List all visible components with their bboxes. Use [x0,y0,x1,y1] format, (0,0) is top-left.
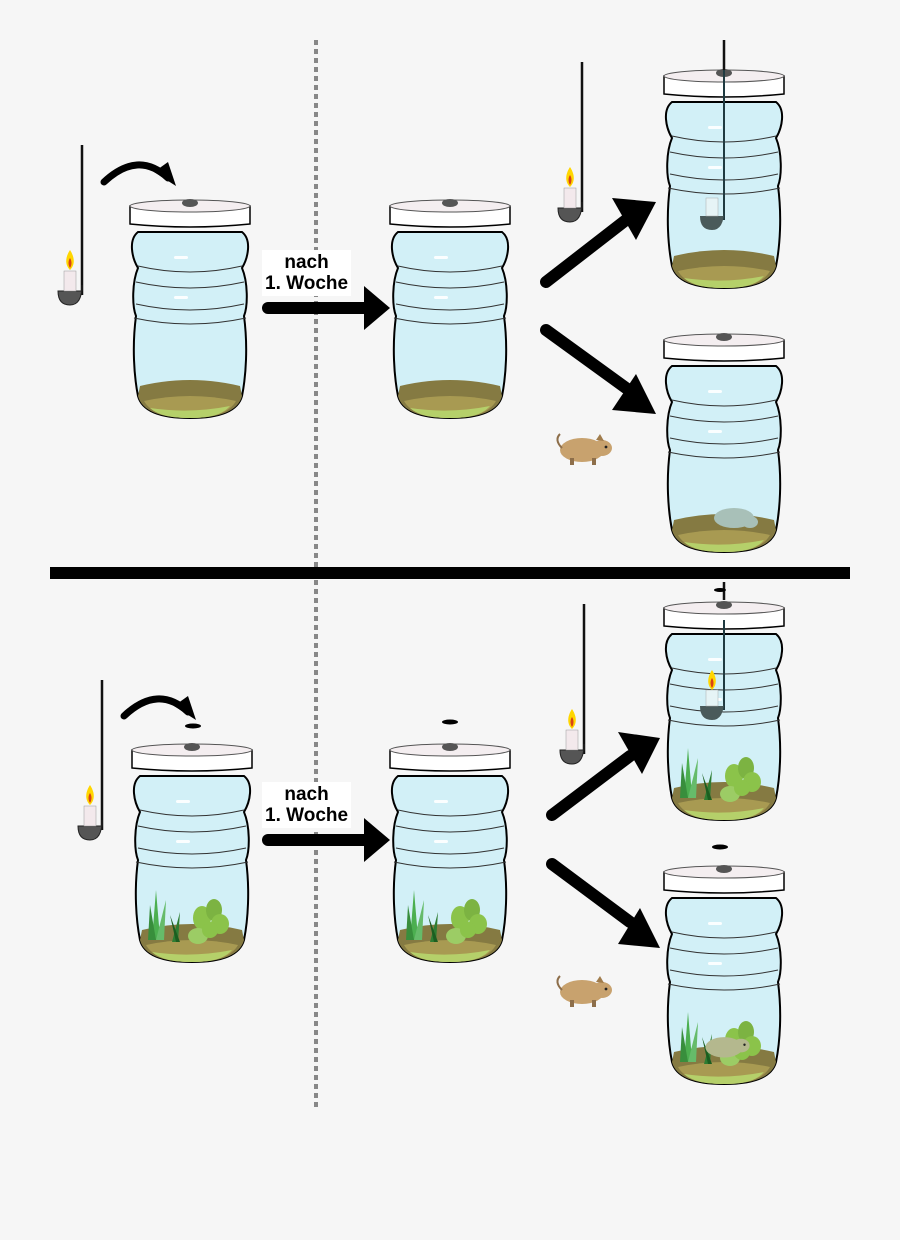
row-separator [50,567,850,579]
row-1-without-plants [56,40,785,553]
mouse-in-jar-icon [705,1037,750,1058]
arrow-up-right-icon [540,214,632,288]
mouse-alive-icon [556,433,613,466]
mouse-alive-icon [556,975,613,1008]
arrow-down-right-icon [546,858,636,928]
label-line-1: nach [284,784,329,805]
candle-spoon-icon [76,678,104,842]
label-line-2: 1. Woche [265,273,349,294]
row-2-with-plants [76,582,785,1085]
arrow-up-right-icon [546,750,636,821]
jar-soil-week1 [389,198,511,419]
jar-mouse-alive [663,864,785,1085]
label-line-1: nach [284,252,329,273]
jar-plants-week1 [389,742,511,963]
arrow-down-right-icon [540,324,632,394]
jar-plants-start [131,742,253,963]
candle-spoon-icon [56,143,84,307]
candle-spoon-icon [558,602,586,766]
candle-spoon-icon [556,60,584,224]
transition-label: nach 1. Woche [262,250,352,296]
label-line-2: 1. Woche [265,805,349,826]
transition-label: nach 1. Woche [262,782,352,828]
jar-soil-start [129,198,251,419]
jar-mouse-dead [663,332,785,553]
